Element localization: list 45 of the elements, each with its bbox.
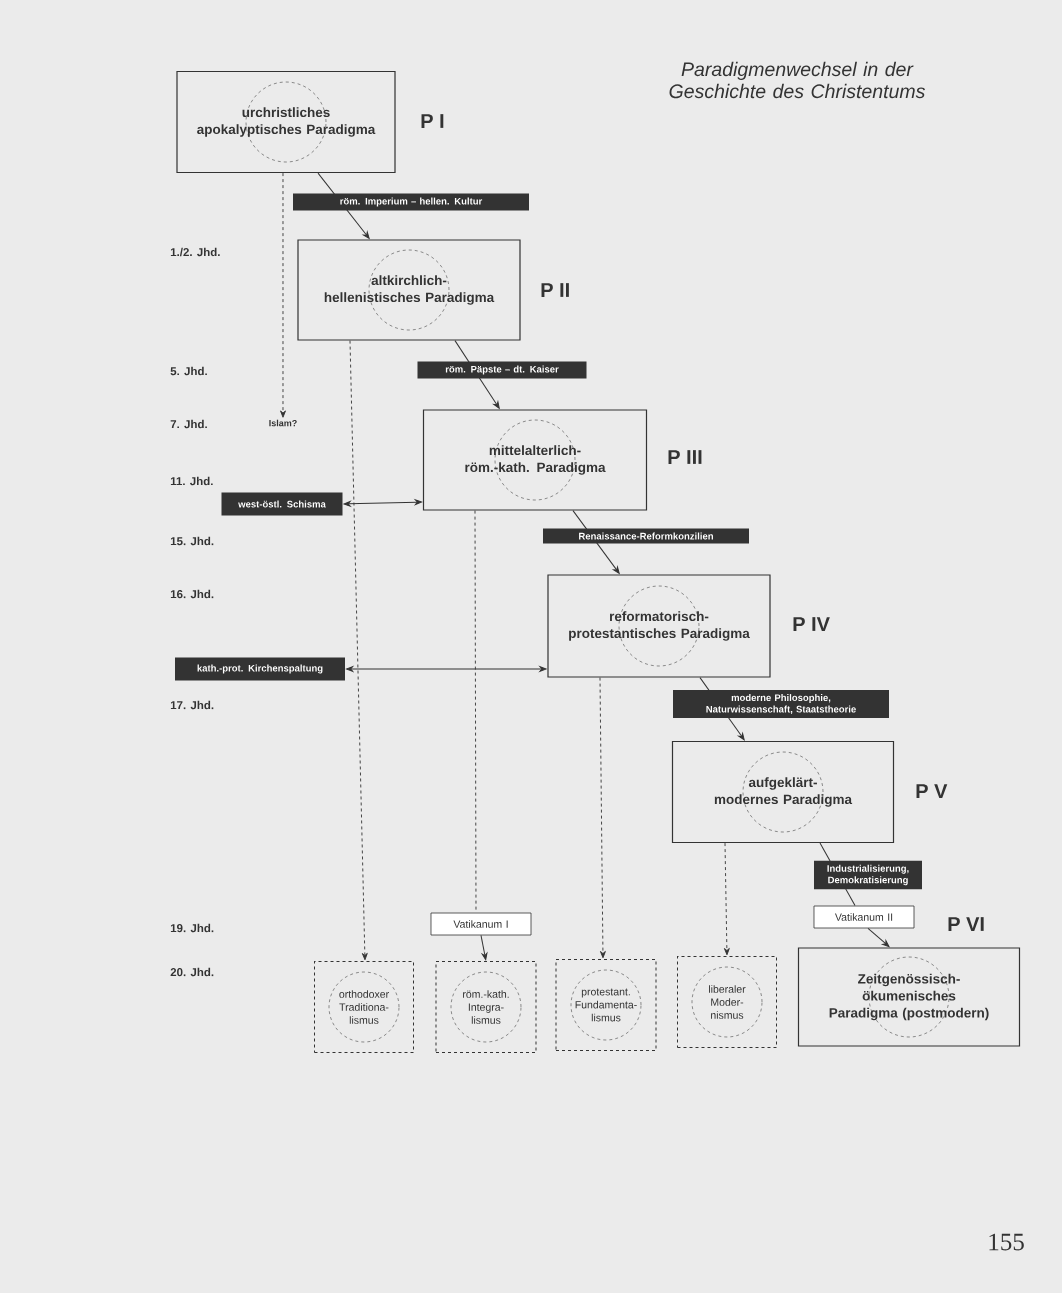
arrow xyxy=(280,172,286,418)
century-label: 19. Jhd. xyxy=(170,923,214,933)
paradigm-box: Zeitgenössisch- ökumenisches Paradigma (postmodern) xyxy=(797,947,1021,1047)
paradigm-box: urchristliches apokalyptisches Paradigma xyxy=(176,70,396,174)
movement-box: liberaler Moder- nismus xyxy=(677,956,777,1048)
paradigm-number: P II xyxy=(541,283,569,297)
council-box: Vatikanum II xyxy=(813,905,915,929)
paradigm-number: P IV xyxy=(793,617,830,631)
movement-box: protestant. Fundamenta- lismus xyxy=(555,959,657,1051)
paradigm-number: P III xyxy=(668,450,702,464)
page-number: 155 xyxy=(989,1233,1024,1251)
movement-box: röm.-kath. Integra- lismus xyxy=(435,961,537,1053)
arrow xyxy=(349,340,368,961)
paradigm-box: mittelalterlich- röm.-kath. Paradigma xyxy=(422,409,648,511)
arrow xyxy=(572,510,620,574)
arrow xyxy=(346,666,547,672)
century-label: 1./2. Jhd. xyxy=(170,247,220,257)
century-label: 16. Jhd. xyxy=(170,589,214,599)
paradigm-box: altkirchlich- hellenistisches Paradigma xyxy=(297,239,521,341)
century-label: 17. Jhd. xyxy=(170,700,214,710)
paradigm-number: P V xyxy=(916,784,948,798)
paradigm-box: reformatorisch- protestantisches Paradigma xyxy=(547,574,771,678)
paradigm-number: P VI xyxy=(948,917,984,931)
edge-label: moderne Philosophie, Naturwissenschaft, Staatstheorie xyxy=(673,690,889,718)
event-box: kath.-prot. Kirchenspaltung xyxy=(175,657,345,681)
movement-box: orthodoxer Traditiona- lismus xyxy=(314,961,414,1053)
arrow xyxy=(454,340,500,409)
edge-label: Industrialisierung, Demokratisierung xyxy=(814,860,922,890)
title: Paradigmenwechsel in der Geschichte des Christentums xyxy=(669,61,925,99)
event-box: west-östl. Schisma xyxy=(221,492,343,516)
arrow xyxy=(599,677,606,959)
arrow xyxy=(480,934,488,961)
century-label: 11. Jhd. xyxy=(170,476,213,486)
paradigm-number: P I xyxy=(421,114,444,128)
century-label: 7. Jhd. xyxy=(170,419,207,429)
arrow xyxy=(723,842,730,956)
arrow xyxy=(317,172,370,239)
arrow xyxy=(867,927,890,947)
century-label: 20. Jhd. xyxy=(170,967,214,977)
annotation-text: Islam? xyxy=(269,419,297,427)
arrow xyxy=(343,499,422,507)
century-label: 15. Jhd. xyxy=(170,536,214,546)
council-box: Vatikanum I xyxy=(430,912,532,936)
paradigm-box: aufgeklärt-modernes Paradigma xyxy=(671,740,895,844)
century-label: 5. Jhd. xyxy=(170,366,207,376)
